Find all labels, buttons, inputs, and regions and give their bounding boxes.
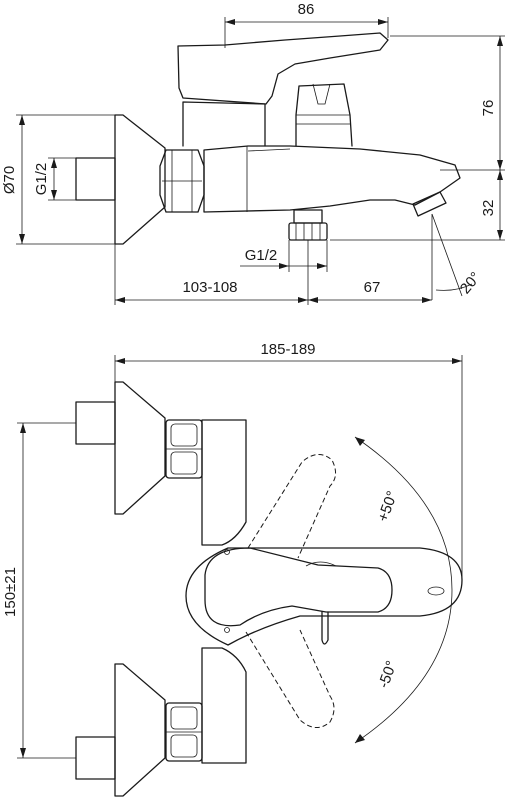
dim-lever-width: 86 [298, 1, 315, 18]
lever-handle [177, 32, 389, 105]
lower-inlet-pipe [75, 736, 116, 780]
wall-flange [114, 114, 166, 245]
hex-nut [159, 149, 205, 213]
spout-aerator [412, 191, 447, 217]
dim-rotation-plus: +50° [374, 489, 401, 524]
dim-pipe-thread: G1/2 [33, 163, 50, 196]
faucet-body [203, 145, 461, 213]
dim-center-distance: 150±21 [2, 567, 19, 617]
lever-ghost-minus [245, 629, 335, 728]
outlet-connector [288, 222, 328, 241]
cartridge-housing [182, 101, 266, 147]
dim-bottom-offset: 32 [480, 200, 497, 217]
inlet-pipe [75, 157, 116, 201]
lower-wall-flange [114, 663, 166, 797]
diverter-stem [321, 611, 329, 645]
dim-rotation-minus: -50° [375, 659, 400, 691]
dim-outlet-to-spout: 67 [364, 279, 381, 296]
diverter-knob [295, 83, 353, 147]
lever-ghost-plus [247, 454, 336, 559]
top-view: +50° -50° 185-189 150±21 [2, 341, 463, 797]
outlet-stub [293, 209, 323, 224]
dim-height-top: 76 [480, 100, 497, 117]
rotation-arc [354, 436, 453, 744]
side-view: 86 76 32 Ø70 G1/2 G1/2 [1, 1, 505, 305]
dim-wall-to-outlet: 103-108 [182, 279, 237, 296]
dim-flange-diameter: Ø70 [1, 166, 18, 194]
upper-wall-flange [114, 381, 166, 515]
dim-total-width: 185-189 [260, 341, 315, 358]
upper-inlet-pipe [75, 401, 116, 445]
dim-outlet-thread: G1/2 [245, 247, 278, 264]
top-lever-handle [204, 547, 393, 627]
top-spout [185, 547, 463, 646]
top-faucet-body [201, 419, 247, 546]
